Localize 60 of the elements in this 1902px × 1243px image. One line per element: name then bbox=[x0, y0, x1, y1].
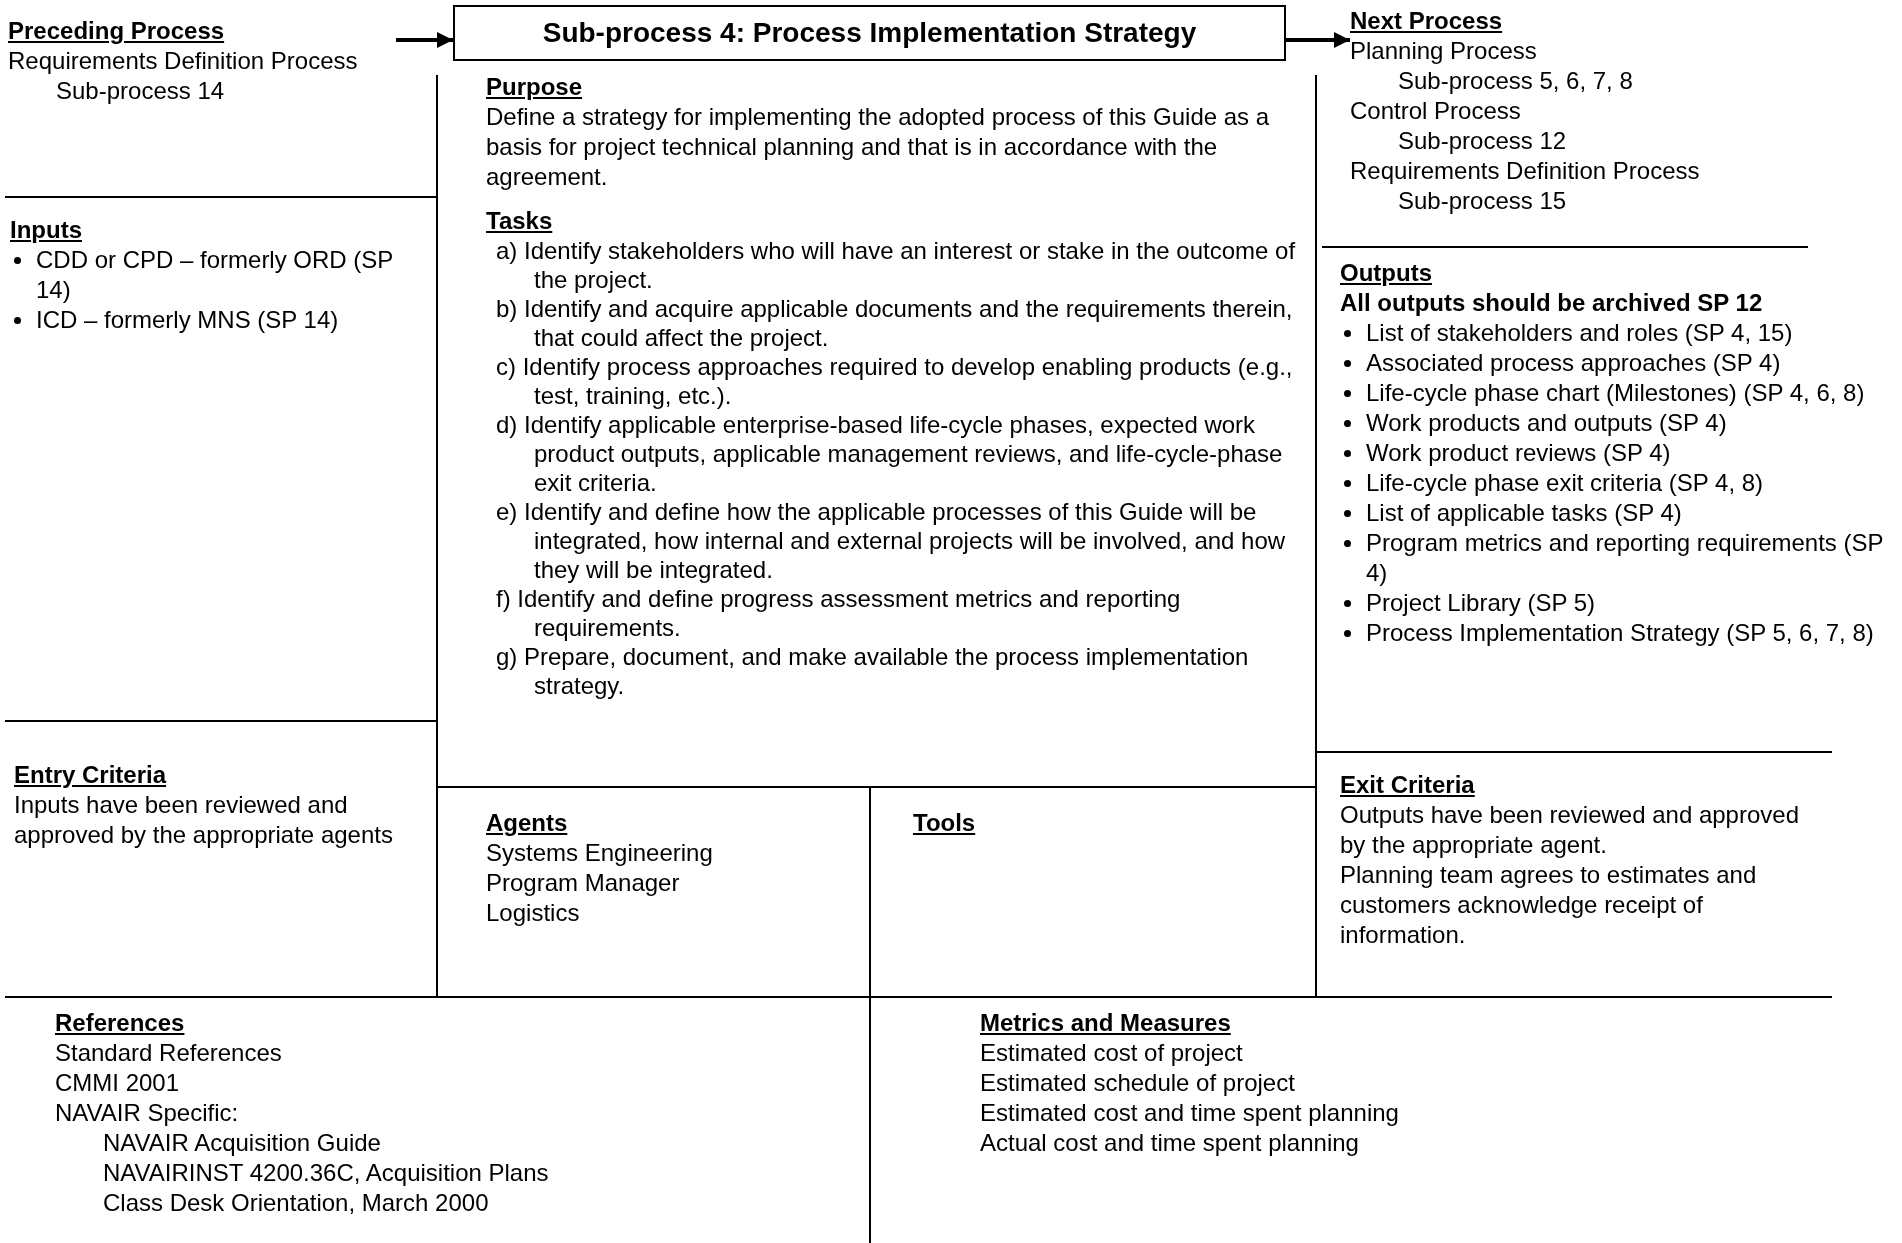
body-text: Requirements Definition Process bbox=[8, 46, 359, 76]
section-heading: Next Process bbox=[1350, 6, 1504, 36]
note-text: All outputs should be archived SP 12 bbox=[1340, 288, 1764, 318]
arrow bbox=[1286, 32, 1350, 48]
section-heading: Preceding Process bbox=[8, 16, 226, 46]
body-text: Define a strategy for implementing the adopted process of this Guide as a basis for project technical planning and that is in accordance with the agreement. bbox=[486, 102, 1271, 192]
task-item: f) Identify and define progress assessment metrics and reporting requirements. bbox=[495, 584, 1182, 642]
body-text: Estimated schedule of project bbox=[980, 1068, 1296, 1098]
body-text: NAVAIR Specific: bbox=[55, 1098, 240, 1128]
task-item: e) Identify and define how the applicable processes of this Guide will be integrated, how internal and external projects will be involved, and how they will be integrated. bbox=[495, 497, 1287, 584]
body-text: Program Manager bbox=[486, 868, 681, 898]
list-item: Life-cycle phase exit criteria (SP 4, 8) bbox=[1366, 468, 1765, 498]
list-item: CDD or CPD – formerly ORD (SP 14) bbox=[36, 245, 394, 305]
body-text: Requirements Definition Process bbox=[1350, 156, 1701, 186]
section-heading: References bbox=[55, 1008, 186, 1038]
body-text: Sub-process 12 bbox=[1397, 126, 1568, 156]
body-text: Logistics bbox=[486, 898, 581, 928]
body-text: CMMI 2001 bbox=[55, 1068, 181, 1098]
section-heading: Tasks bbox=[486, 206, 554, 236]
list-item: Associated process approaches (SP 4) bbox=[1366, 348, 1782, 378]
section-heading: Entry Criteria bbox=[14, 760, 168, 790]
body-text: Systems Engineering bbox=[486, 838, 714, 868]
task-item: g) Prepare, document, and make available the process implementation strategy. bbox=[495, 642, 1250, 700]
list-item: ICD – formerly MNS (SP 14) bbox=[36, 305, 340, 335]
section-heading: Outputs bbox=[1340, 258, 1433, 288]
list-item: Project Library (SP 5) bbox=[1366, 588, 1596, 618]
task-item: d) Identify applicable enterprise-based life-cycle phases, expected work product outputs, applicable management reviews, and life-cycle-phase exit criteria. bbox=[495, 410, 1284, 497]
list-item: List of applicable tasks (SP 4) bbox=[1366, 498, 1683, 528]
list-item: Process Implementation Strategy (SP 5, 6, 7, 8) bbox=[1366, 618, 1875, 648]
body-text: Class Desk Orientation, March 2000 bbox=[102, 1188, 490, 1218]
body-text: Planning Process bbox=[1350, 36, 1538, 66]
section-heading: Agents bbox=[486, 808, 569, 838]
section-heading: Metrics and Measures bbox=[980, 1008, 1232, 1038]
section-heading: Tools bbox=[913, 808, 977, 838]
body-text: NAVAIR Acquisition Guide bbox=[102, 1128, 382, 1158]
task-item: b) Identify and acquire applicable documents and the requirements therein, that could affect the project. bbox=[495, 294, 1294, 352]
body-text: Sub-process 15 bbox=[1397, 186, 1568, 216]
list-item: Life-cycle phase chart (Milestones) (SP 4, 6, 8) bbox=[1366, 378, 1866, 408]
list-item: Work product reviews (SP 4) bbox=[1366, 438, 1672, 468]
body-text: Sub-process 14 bbox=[55, 76, 226, 106]
list-item: List of stakeholders and roles (SP 4, 15) bbox=[1366, 318, 1794, 348]
title-box: Sub-process 4: Process Implementation Strategy bbox=[453, 5, 1286, 61]
task-item: a) Identify stakeholders who will have an interest or stake in the outcome of the project. bbox=[495, 236, 1297, 294]
section-heading: Purpose bbox=[486, 72, 584, 102]
arrow bbox=[396, 32, 453, 48]
body-text: Sub-process 5, 6, 7, 8 bbox=[1397, 66, 1634, 96]
body-text: Standard References bbox=[55, 1038, 283, 1068]
body-text: Estimated cost and time spent planning bbox=[980, 1098, 1400, 1128]
body-text: Estimated cost of project bbox=[980, 1038, 1244, 1068]
section-heading: Inputs bbox=[10, 215, 83, 245]
list-item: Work products and outputs (SP 4) bbox=[1366, 408, 1728, 438]
body-text: Actual cost and time spent planning bbox=[980, 1128, 1360, 1158]
body-text: Outputs have been reviewed and approved by the appropriate agent. bbox=[1340, 800, 1800, 860]
task-item: c) Identify process approaches required to develop enabling products (e.g., test, training, etc.). bbox=[495, 352, 1294, 410]
body-text: Control Process bbox=[1350, 96, 1522, 126]
section-heading: Exit Criteria bbox=[1340, 770, 1476, 800]
body-text: Inputs have been reviewed and approved by the appropriate agents bbox=[14, 790, 394, 850]
body-text: NAVAIRINST 4200.36C, Acquisition Plans bbox=[102, 1158, 550, 1188]
list-item: Program metrics and reporting requirements (SP 4) bbox=[1366, 528, 1885, 588]
body-text: Planning team agrees to estimates and customers acknowledge receipt of information. bbox=[1340, 860, 1758, 950]
